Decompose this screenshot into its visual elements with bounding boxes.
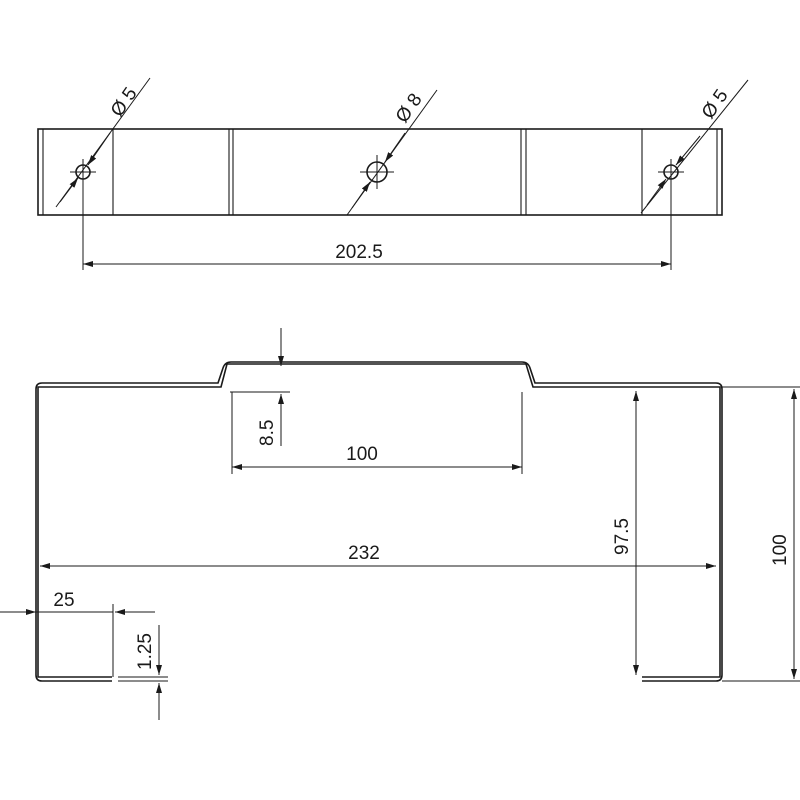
hole-right-dia-label: Ø 5 — [698, 86, 733, 123]
front-view: 8.5 100 232 97.5 100 — [0, 328, 800, 720]
overall-width-label: 232 — [348, 543, 380, 564]
hole-spacing-label: 202.5 — [335, 242, 383, 263]
bracket-profile-inner — [35, 361, 723, 682]
dim-inner-height: 97.5 — [612, 391, 639, 675]
step-width-label: 100 — [346, 444, 378, 465]
hole-left: Ø 5 — [55, 77, 151, 208]
top-view: Ø 5 Ø 8 Ø 5 202.5 — [37, 77, 749, 270]
thickness-label: 1.25 — [135, 633, 156, 670]
hole-left-dia-label: Ø 5 — [107, 84, 142, 121]
overall-height-label: 100 — [770, 534, 791, 566]
dim-overall-height: 100 — [722, 386, 800, 682]
top-view-plate-outline — [37, 128, 723, 216]
hole-center: Ø 8 — [346, 89, 438, 216]
dim-flange-length: 25 — [0, 590, 155, 677]
hole-center-dia-label: Ø 8 — [392, 90, 427, 127]
step-height-label: 8.5 — [257, 420, 278, 446]
bracket-profile-outer — [37, 363, 721, 678]
dim-step-width: 100 — [231, 392, 523, 474]
hole-right: Ø 5 — [640, 79, 749, 214]
flange-length-label: 25 — [53, 590, 74, 611]
dim-thickness: 1.25 — [118, 625, 168, 720]
dim-hole-spacing: 202.5 — [82, 185, 672, 270]
dim-overall-width: 232 — [40, 543, 716, 569]
dim-step-height: 8.5 — [230, 328, 290, 446]
leader-right — [640, 79, 749, 214]
inner-height-label: 97.5 — [612, 518, 633, 555]
